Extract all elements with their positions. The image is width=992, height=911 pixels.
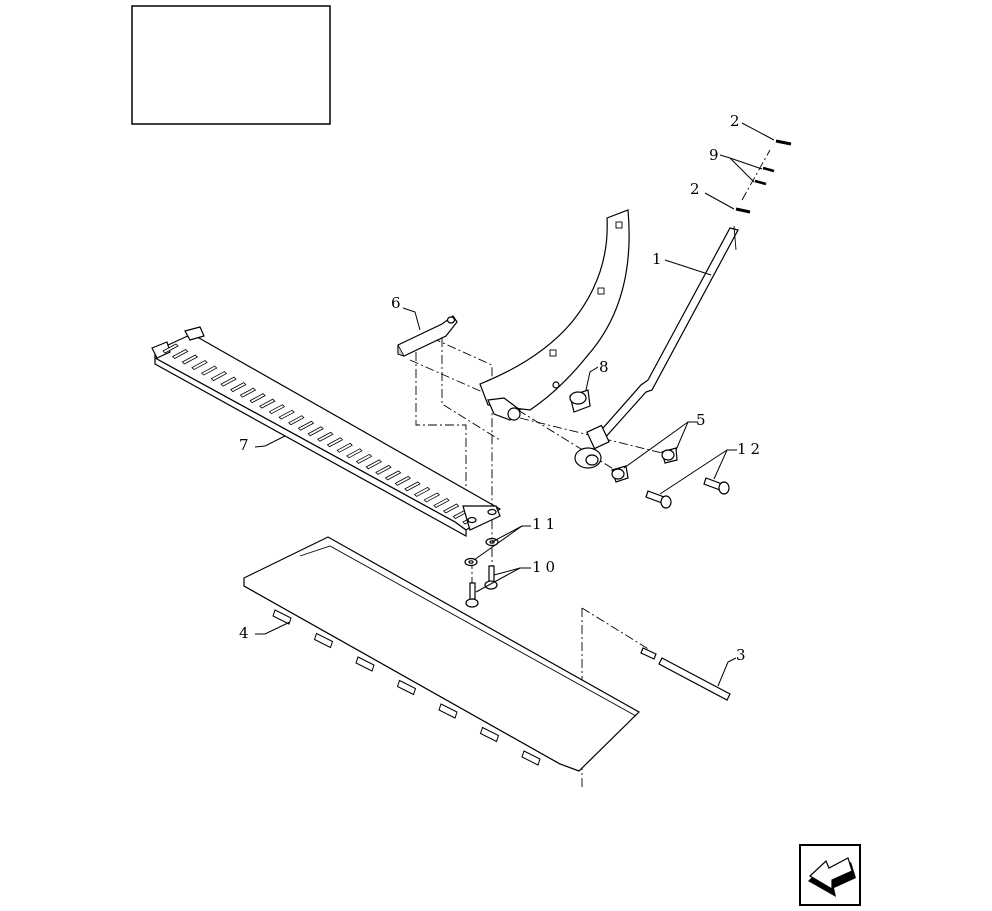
grate-slot	[297, 420, 315, 431]
plate-hinge-tab	[355, 656, 375, 672]
leader-lines	[254, 122, 775, 687]
grate-slot	[172, 349, 189, 360]
grate-slot	[288, 415, 305, 426]
part-6-clip	[397, 315, 458, 357]
plate-hinge-tab	[479, 726, 500, 743]
grate-slot	[442, 503, 460, 514]
callout-2-top: 2	[730, 112, 740, 130]
callout-4: 4	[239, 624, 249, 642]
grate-slot	[336, 442, 353, 453]
grate-slot	[201, 365, 218, 376]
callout-8: 8	[599, 358, 609, 376]
callout-11: 11	[532, 515, 559, 533]
callout-6: 6	[391, 294, 401, 312]
plate-hinge-tab	[396, 679, 417, 696]
grate-slot	[433, 497, 450, 508]
part-4-floor-plate	[243, 536, 640, 772]
grate-slot	[365, 459, 382, 470]
grate-slot	[346, 448, 363, 459]
grate-slot	[191, 360, 208, 371]
curved-side-plate	[479, 209, 630, 421]
grate-slot	[239, 387, 257, 398]
grate-slot	[220, 376, 237, 387]
callout-5: 5	[696, 411, 706, 429]
grate-slot	[259, 398, 276, 409]
part-10-screws	[465, 565, 498, 608]
title-box	[131, 5, 331, 125]
grate-slot	[268, 404, 286, 415]
grate-slot	[210, 371, 228, 382]
grate-slot	[423, 492, 440, 503]
previous-page-arrow-icon[interactable]	[799, 844, 861, 906]
part-5-spacers	[611, 447, 678, 483]
part-11-washers	[464, 537, 499, 567]
grate-slot	[307, 426, 324, 437]
callout-labels: 2 9 2 1 6 8 5 7 12 11 10 4 3	[239, 112, 764, 664]
part-8-bushing	[569, 389, 591, 413]
grate-slot	[394, 475, 411, 486]
grate-slot	[181, 354, 199, 365]
grate-slot	[230, 382, 247, 393]
part-1-rod	[574, 225, 739, 469]
callout-2-lower: 2	[690, 180, 700, 198]
plate-hinge-tab	[272, 609, 292, 625]
callout-1: 1	[652, 250, 662, 268]
grate-slot	[326, 437, 344, 448]
grate-slot	[317, 431, 334, 442]
part-3-hinge-pin	[640, 647, 731, 701]
callout-3: 3	[736, 646, 746, 664]
callout-7: 7	[239, 436, 249, 454]
plate-hinge-tab	[521, 750, 541, 766]
callout-10: 10	[532, 558, 559, 576]
callout-9: 9	[709, 146, 719, 164]
part-12-bolts	[645, 477, 730, 509]
callout-12: 12	[737, 440, 764, 458]
grate-slot	[375, 464, 392, 475]
plate-hinge-tab	[313, 632, 334, 649]
grate-slot	[355, 453, 373, 464]
grate-slot	[249, 393, 266, 404]
grate-slot	[162, 343, 179, 354]
grate-slot	[413, 486, 431, 497]
plate-hinge-tab	[438, 703, 458, 719]
parts-2-9-pins	[735, 139, 792, 214]
grate-slot	[278, 409, 295, 420]
grate-slot	[384, 470, 402, 481]
grate-slot	[404, 481, 421, 492]
part-7-grate	[151, 326, 502, 538]
